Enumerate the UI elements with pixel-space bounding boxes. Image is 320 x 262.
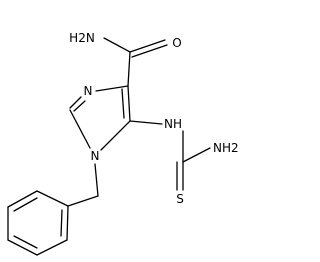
benzene-inner-bond-1 xyxy=(13,197,38,212)
amide-oxygen-label: O xyxy=(172,36,181,50)
benzene-bond-2 xyxy=(7,190,38,208)
bond-carbonyl-o-1 xyxy=(129,39,166,53)
bond-c5-c4-1 xyxy=(127,85,131,122)
thiourea-nh-label: NH xyxy=(164,117,182,131)
bond-n3-c2-1 xyxy=(69,96,82,109)
bond-c4-n3 xyxy=(95,85,129,92)
bond-c5-c4-2 xyxy=(121,88,125,119)
bond-c5-nh xyxy=(129,120,163,125)
molecule-diagram: H2N O N N NH NH2 S xyxy=(7,31,239,256)
bond-c-nh2 xyxy=(182,147,211,163)
ring-n1-label: N xyxy=(91,149,100,163)
bond-n1-c5 xyxy=(100,120,131,151)
bond-c4-carbonyl xyxy=(127,51,131,87)
structure-canvas: H2N O N N NH NH2 S xyxy=(7,31,239,256)
imidazole-ring: N N xyxy=(69,84,131,163)
benzene-inner-bond-2 xyxy=(13,235,38,249)
amide-nh2-label: H2N xyxy=(69,31,95,45)
benzene-bond-6 xyxy=(66,205,69,241)
bond-carbonyl-o-2 xyxy=(131,44,168,58)
benzene-bond-1 xyxy=(36,190,69,207)
bond-n3-c2-2 xyxy=(73,100,86,112)
bond-ch2-ring xyxy=(67,195,99,207)
bond-carbonyl-nh2 xyxy=(103,37,131,53)
ring-n3-label: N xyxy=(84,84,93,98)
thiourea-nh2-label: NH2 xyxy=(213,141,239,155)
thiourea-sulfur-label: S xyxy=(176,192,184,206)
thiourea-group: NH NH2 S xyxy=(129,117,239,206)
bond-c2-n1 xyxy=(69,109,91,149)
benzene-bond-4 xyxy=(7,239,38,256)
benzene-bond-5 xyxy=(36,239,68,256)
carboxamide-group: H2N O xyxy=(69,31,182,87)
benzyl-group xyxy=(7,163,99,256)
benzene-inner-bond-3 xyxy=(60,209,63,237)
bond-n1-ch2 xyxy=(94,163,99,197)
